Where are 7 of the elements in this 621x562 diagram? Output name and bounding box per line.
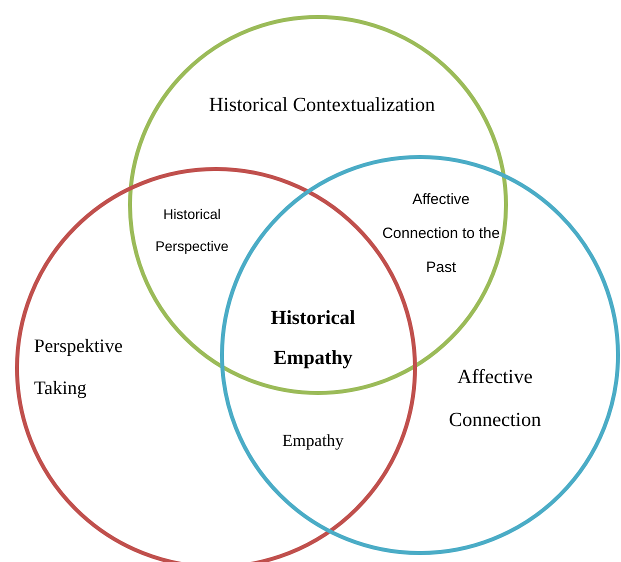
overlap-label: Historical Empathy [270, 306, 356, 371]
overlap-label: Historical Perspective [154, 205, 230, 256]
circle-label: Historical Contextualization [208, 93, 436, 118]
overlap-label: Affective Connection to the Past [381, 190, 501, 278]
overlap-label: Empathy [281, 430, 345, 452]
circle-label: Affective Connection [448, 365, 542, 433]
circle-label: Perspektive Taking [34, 335, 123, 401]
